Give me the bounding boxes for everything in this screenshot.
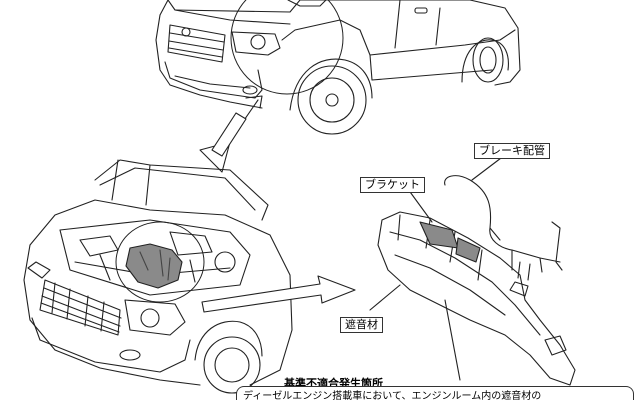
callout-arrow-down <box>199 95 263 173</box>
caption-text: ディーゼルエンジン搭載車において、エンジンルーム内の遮音材の <box>236 386 634 400</box>
bracket-label: ブラケット <box>360 177 425 193</box>
brake-pipe-label: ブレーキ配管 <box>474 143 550 159</box>
engine-bay-drawing <box>23 159 293 394</box>
callout-arrow-right <box>201 275 356 313</box>
sound-insulator-label: 遮音材 <box>340 317 383 333</box>
vehicle-exterior-drawing <box>155 0 521 135</box>
caption-leader-line <box>444 299 461 381</box>
